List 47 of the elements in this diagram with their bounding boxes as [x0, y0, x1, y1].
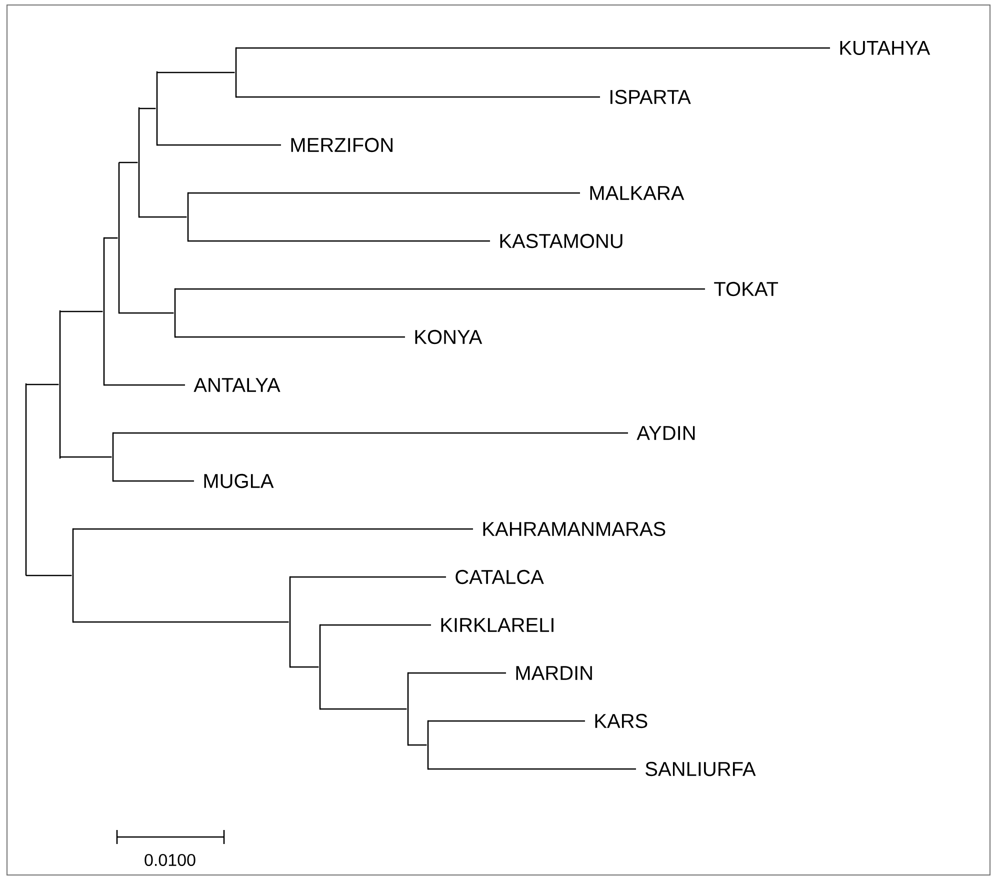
branch-line [236, 96, 600, 98]
branch-line [60, 456, 112, 458]
branch-line [290, 666, 319, 668]
taxon-label: TOKAT [714, 282, 778, 296]
taxon-label: AYDIN [636, 426, 695, 440]
taxon-label: KASTAMONU [500, 234, 622, 248]
taxon-label: CATALCA [456, 570, 544, 584]
taxon-label: KIRKLARELI [441, 618, 554, 632]
branch-line [119, 312, 174, 314]
branch-line [428, 720, 585, 722]
taxon-label: SANLIURFA [646, 762, 756, 776]
taxon-label: MUGLA [204, 474, 274, 488]
branch-line [113, 480, 194, 482]
taxon-label: ISPARTA [610, 90, 691, 104]
branch-line [157, 144, 281, 146]
branch-line [175, 288, 705, 290]
branch-line [157, 72, 235, 74]
branch-line [139, 108, 156, 110]
branch-line [408, 672, 506, 674]
branch-line [188, 240, 490, 242]
branch-line [113, 432, 628, 434]
branch-line [26, 384, 59, 386]
branch-line [119, 162, 138, 164]
taxon-label: KUTAHYA [840, 41, 930, 55]
scale-label: 0.0100 [144, 854, 196, 866]
branch-line [26, 574, 72, 576]
taxon-label: KAHRAMANMARAS [483, 522, 666, 536]
branch-line [188, 192, 580, 194]
taxon-label: KARS [595, 714, 648, 728]
taxon-label: MARDIN [516, 666, 592, 680]
branch-line [104, 237, 118, 239]
taxon-label: KONYA [415, 330, 482, 344]
branch-line [290, 576, 446, 578]
taxon-label: MALKARA [590, 186, 684, 200]
branch-line [408, 744, 427, 746]
branch-line [320, 708, 407, 710]
branch-line [104, 384, 185, 386]
taxon-label: MERZIFON [291, 138, 392, 152]
branch-line [73, 621, 289, 623]
branch-line [60, 310, 103, 312]
branch-line [139, 216, 187, 218]
branch-line [73, 528, 473, 530]
branch-line [175, 336, 405, 338]
branch-line [428, 768, 636, 770]
branch-line [320, 624, 431, 626]
taxon-label: ANTALYA [194, 378, 280, 392]
branch-line [236, 47, 830, 49]
